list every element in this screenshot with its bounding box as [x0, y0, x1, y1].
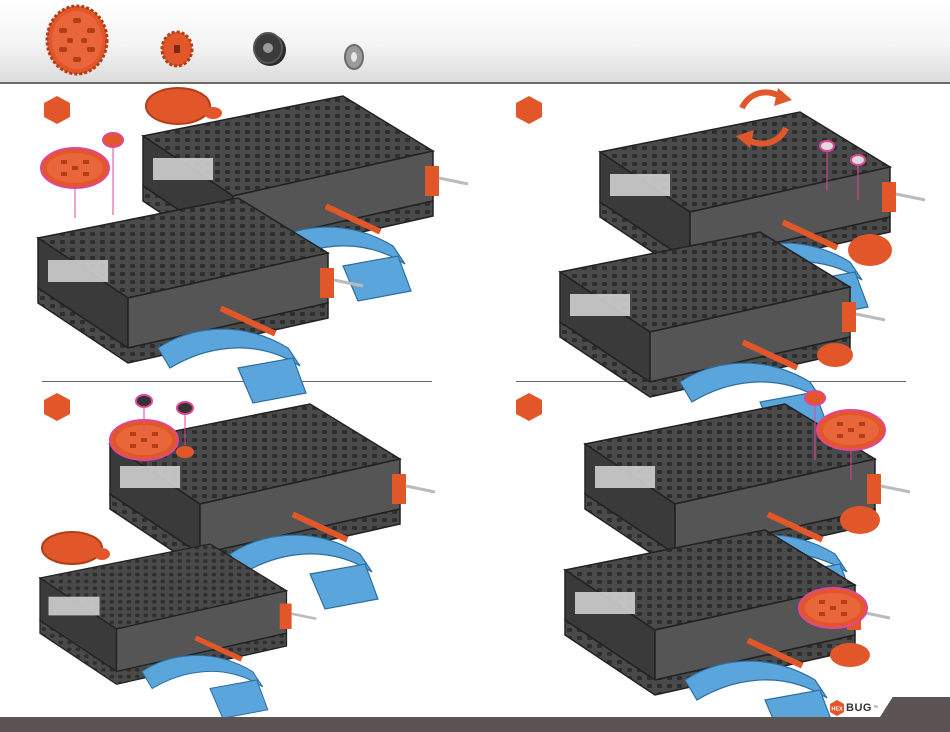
logo-text: BUG [846, 702, 872, 714]
trademark: ™ [873, 705, 878, 711]
hexbug-hex-icon: HEX [829, 700, 845, 716]
step-4-illustration [565, 391, 910, 717]
step-1-illustration [38, 88, 468, 403]
step-2-illustration [560, 88, 925, 437]
svg-text:HEX: HEX [831, 707, 843, 713]
footer-bar [0, 717, 950, 732]
hexbug-logo: HEX BUG ™ [829, 700, 878, 716]
assembly-illustrations [0, 0, 950, 717]
step-3-illustration [40, 395, 435, 717]
